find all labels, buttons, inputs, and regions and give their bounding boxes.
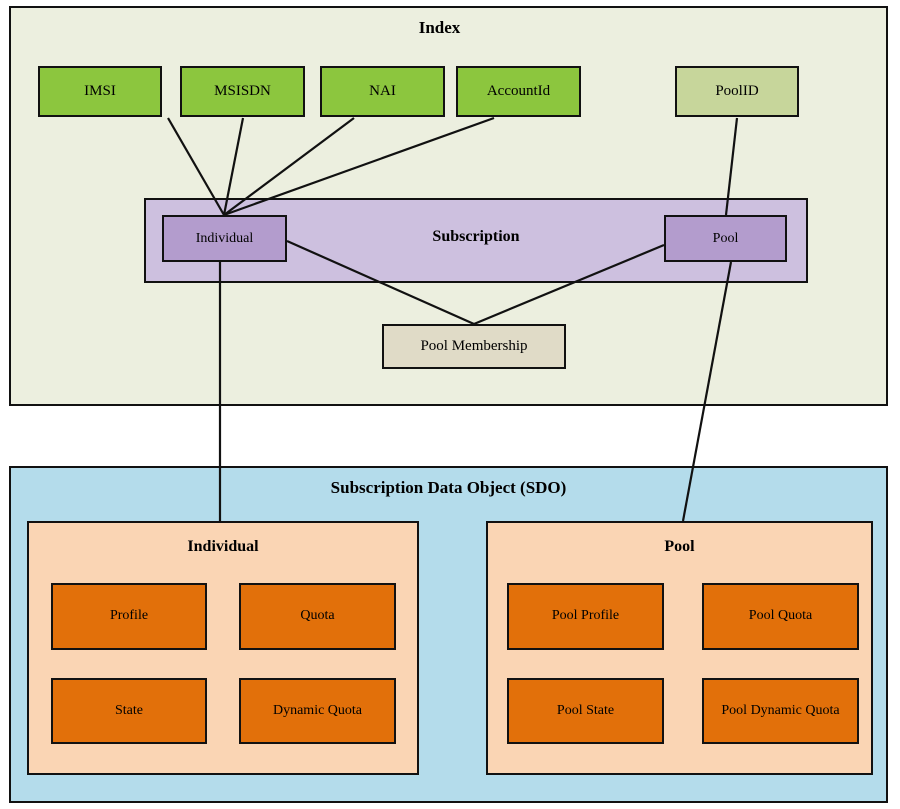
index-key-msisdn[interactable]: MSISDN [180, 66, 305, 117]
sdo-leaf-quota[interactable]: Quota [239, 583, 396, 650]
subscription-node-individual[interactable]: Individual [162, 215, 287, 262]
index-key-nai[interactable]: NAI [320, 66, 445, 117]
subscription-node-pool-label: Pool [712, 230, 739, 246]
sdo-title: Subscription Data Object (SDO) [330, 478, 567, 497]
index-title: Index [418, 18, 461, 37]
sdo-panel-pool-title: Pool [664, 538, 695, 555]
subscription-node-individual-label: Individual [195, 230, 254, 246]
sdo-leaf-pool-dynamic-quota-label: Pool Dynamic Quota [721, 702, 840, 718]
sdo-leaf-state[interactable]: State [51, 678, 207, 744]
sdo-leaf-dynamic-quota-label: Dynamic Quota [272, 702, 363, 718]
index-key-poolid-label: PoolID [715, 83, 759, 100]
index-key-poolid[interactable]: PoolID [675, 66, 799, 117]
sdo-leaf-pool-quota[interactable]: Pool Quota [702, 583, 859, 650]
subscription-node-pool[interactable]: Pool [664, 215, 787, 262]
sdo-leaf-pool-state[interactable]: Pool State [507, 678, 664, 744]
index-key-imsi-label: IMSI [84, 83, 116, 100]
index-key-accountid[interactable]: AccountId [456, 66, 581, 117]
sdo-leaf-pool-state-label: Pool State [556, 702, 615, 718]
index-key-nai-label: NAI [369, 83, 396, 100]
pool-membership-label: Pool Membership [420, 338, 528, 355]
sdo-leaf-profile[interactable]: Profile [51, 583, 207, 650]
sdo-leaf-pool-profile[interactable]: Pool Profile [507, 583, 664, 650]
index-key-imsi[interactable]: IMSI [38, 66, 162, 117]
sdo-leaf-pool-profile-label: Pool Profile [551, 608, 620, 624]
sdo-leaf-pool-dynamic-quota[interactable]: Pool Dynamic Quota [702, 678, 859, 744]
pool-membership-node[interactable]: Pool Membership [382, 324, 566, 369]
sdo-leaf-dynamic-quota[interactable]: Dynamic Quota [239, 678, 396, 744]
sdo-panel-individual-title: Individual [187, 538, 259, 555]
sdo-leaf-profile-label: Profile [109, 608, 149, 624]
sdo-leaf-pool-quota-label: Pool Quota [748, 608, 813, 624]
sdo-leaf-state-label: State [115, 702, 143, 718]
sdo-leaf-quota-label: Quota [300, 608, 335, 624]
index-key-accountid-label: AccountId [486, 83, 551, 100]
index-key-msisdn-label: MSISDN [214, 83, 271, 100]
